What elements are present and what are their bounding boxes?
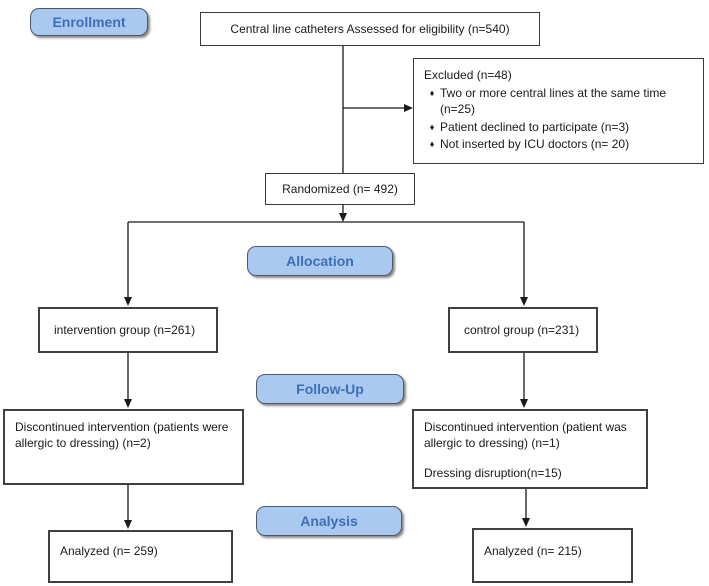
excluded-item: ♦ Patient declined to participate (n=3) <box>424 119 693 135</box>
stage-badge-follow-up: Follow-Up <box>256 374 404 404</box>
box-randomized: Randomized (n= 492) <box>265 173 415 205</box>
box-discontinued-intervention: Discontinued intervention (patients were… <box>3 409 244 485</box>
box-analyzed-control: Analyzed (n= 215) <box>472 528 633 583</box>
excluded-item-text: Patient declined to participate (n=3) <box>440 119 630 134</box>
box-control-group: control group (n=231) <box>448 307 598 353</box>
discontinued-control-line1: Discontinued intervention (patient was a… <box>424 420 627 451</box>
box-eligibility: Central line catheters Assessed for elig… <box>200 12 540 46</box>
box-intervention-group: intervention group (n=261) <box>38 307 218 353</box>
excluded-item: ♦ Not inserted by ICU doctors (n= 20) <box>424 136 693 152</box>
bullet-icon: ♦ <box>429 88 435 99</box>
stage-badge-allocation: Allocation <box>247 246 393 276</box>
bullet-icon: ♦ <box>429 138 435 149</box>
excluded-title: Excluded (n=48) <box>424 68 512 82</box>
bullet-icon: ♦ <box>429 121 435 132</box>
discontinued-control-line2: Dressing disruption(n=15) <box>424 466 562 481</box>
box-analyzed-intervention: Analyzed (n= 259) <box>48 530 233 583</box>
box-discontinued-control: Discontinued intervention (patient was a… <box>412 409 648 489</box>
excluded-item: ♦ Two or more central lines at the same … <box>424 85 693 117</box>
stage-badge-enrollment: Enrollment <box>30 8 148 36</box>
excluded-item-text: Not inserted by ICU doctors (n= 20) <box>440 136 630 151</box>
excluded-item-text: Two or more central lines at the same ti… <box>440 86 667 117</box>
stage-badge-analysis: Analysis <box>256 506 402 536</box>
box-excluded: Excluded (n=48) ♦ Two or more central li… <box>413 58 704 164</box>
